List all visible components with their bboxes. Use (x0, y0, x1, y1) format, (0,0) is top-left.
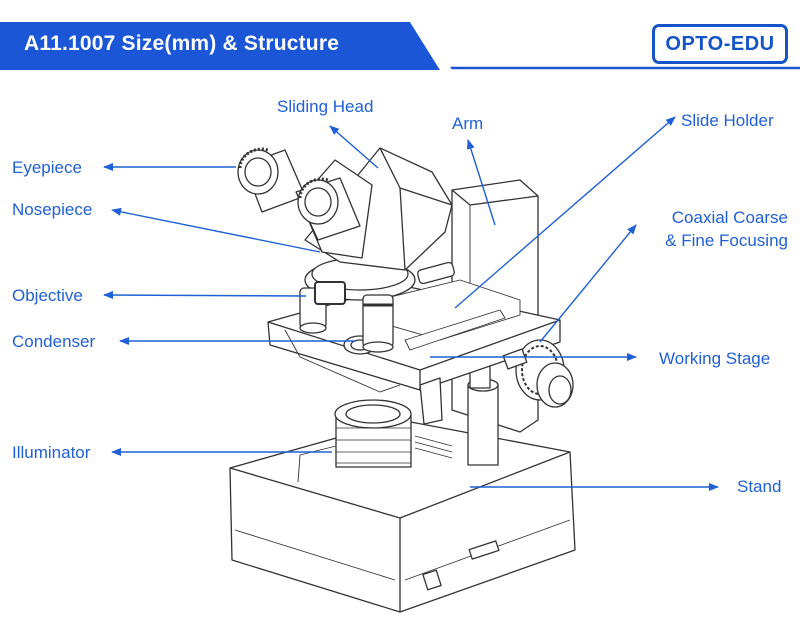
label-sliding-head: Sliding Head (277, 97, 374, 116)
label-illuminator: Illuminator (12, 443, 91, 462)
stage (267, 279, 561, 425)
arrow-sliding-head (329, 125, 379, 169)
brand-logo[interactable]: OPTO-EDU (652, 24, 788, 64)
stand-base (229, 419, 576, 613)
label-arm: Arm (452, 114, 484, 133)
eyepieces (237, 147, 361, 241)
page-title: A11.1007 Size(mm) & Structure (24, 32, 340, 55)
arrow-objective (103, 291, 307, 300)
label-coaxial-line2: & Fine Focusing (665, 231, 788, 250)
callout-arrows (103, 116, 719, 491)
label-slide-holder: Slide Holder (681, 111, 774, 130)
vents (414, 435, 453, 459)
label-eyepiece: Eyepiece (12, 158, 82, 177)
label-condenser: Condenser (12, 332, 96, 351)
label-coaxial-focusing: Coaxial Coarse & Fine Focusing (640, 207, 788, 251)
arrow-coaxial (539, 224, 637, 343)
label-nosepiece: Nosepiece (12, 200, 93, 219)
illuminator-lamp (334, 399, 412, 468)
arrow-nosepiece (111, 207, 321, 253)
arrow-slide-holder (454, 116, 676, 309)
microscope-drawing (229, 147, 576, 613)
objectives (299, 281, 394, 353)
header-banner (0, 22, 800, 70)
label-working-stage: Working Stage (659, 349, 771, 368)
label-objective: Objective (12, 286, 83, 305)
label-stand: Stand (737, 477, 782, 496)
focus-knobs (502, 339, 574, 408)
brand-logo-text: OPTO-EDU (665, 32, 775, 55)
arrow-arm (466, 139, 496, 226)
label-coaxial-line1: Coaxial Coarse (671, 208, 788, 227)
